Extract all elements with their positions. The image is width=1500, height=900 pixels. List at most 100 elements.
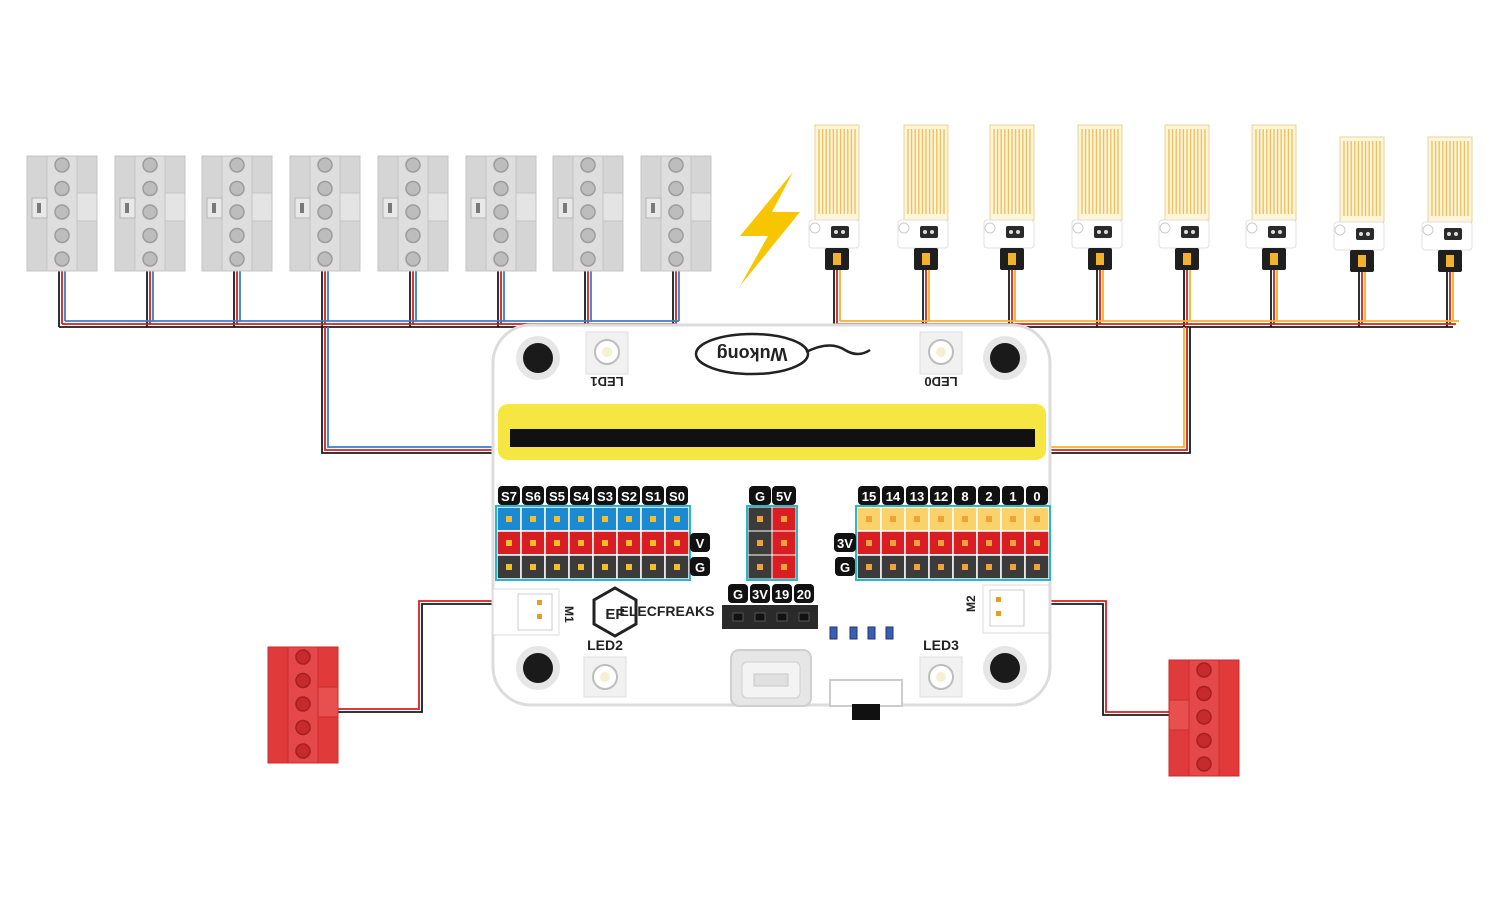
header-pin[interactable] (986, 564, 992, 570)
led1-label: LED1 (590, 374, 623, 389)
header-pin[interactable] (890, 516, 896, 522)
wukong-logo: Wukong (694, 332, 871, 376)
power-switch[interactable] (829, 679, 903, 720)
water-level-sensor (1421, 136, 1473, 272)
mounting-hole-core (990, 653, 1020, 683)
header-pin[interactable] (962, 516, 968, 522)
header-pin[interactable] (554, 564, 560, 570)
led0-label: LED0 (924, 374, 957, 389)
i2c-pin-label-g: G (733, 587, 743, 602)
header-pin[interactable] (757, 540, 763, 546)
power-pin-label-5v: 5V (776, 489, 792, 504)
header-pin[interactable] (938, 516, 944, 522)
servo-module (201, 155, 273, 272)
header-pin[interactable] (554, 540, 560, 546)
header-pin[interactable] (914, 564, 920, 570)
header-pin[interactable] (1010, 540, 1016, 546)
lightning-bolt-icon (740, 172, 800, 286)
header-pin[interactable] (626, 540, 632, 546)
water-level-sensor (1158, 124, 1210, 270)
header-pin[interactable] (506, 540, 512, 546)
header-pin[interactable] (781, 564, 787, 570)
header-pin[interactable] (986, 516, 992, 522)
header-pin[interactable] (602, 540, 608, 546)
wukong-board: LED1 LED0 LED2 LED3 Wukong (491, 323, 1052, 720)
header-pin[interactable] (506, 564, 512, 570)
header-pin[interactable] (757, 516, 763, 522)
header-pin[interactable] (530, 540, 536, 546)
header-pin[interactable] (674, 564, 680, 570)
header-pin[interactable] (602, 516, 608, 522)
motor-module-2 (1168, 659, 1240, 777)
header-pin[interactable] (530, 564, 536, 570)
header-pin[interactable] (914, 540, 920, 546)
led0: LED0 (919, 331, 963, 389)
header-pin[interactable] (1034, 516, 1040, 522)
led1: LED1 (585, 331, 629, 389)
servo-pin-label-s7: S7 (501, 489, 517, 504)
servo-pin-label-s6: S6 (525, 489, 541, 504)
header-pin[interactable] (650, 540, 656, 546)
header-pin[interactable] (674, 540, 680, 546)
water-level-sensor (1071, 124, 1123, 270)
servo-pin-label-s5: S5 (549, 489, 565, 504)
header-pin[interactable] (506, 516, 512, 522)
header-pin[interactable] (781, 540, 787, 546)
header-pin[interactable] (626, 564, 632, 570)
header-pin[interactable] (890, 564, 896, 570)
header-pin[interactable] (1010, 564, 1016, 570)
header-pin[interactable] (674, 516, 680, 522)
motor-port-m2: M2 (964, 584, 1050, 634)
header-pin[interactable] (986, 540, 992, 546)
header-pin[interactable] (866, 564, 872, 570)
header-pin[interactable] (530, 516, 536, 522)
header-pin[interactable] (650, 516, 656, 522)
header-pin[interactable] (554, 516, 560, 522)
header-pin[interactable] (781, 516, 787, 522)
header-pin[interactable] (962, 540, 968, 546)
servo-module (114, 155, 186, 272)
header-pin[interactable] (1010, 516, 1016, 522)
header-pin[interactable] (1034, 564, 1040, 570)
usb-port[interactable] (730, 649, 812, 707)
servo-pin-label-s3: S3 (597, 489, 613, 504)
water-level-sensors (808, 124, 1473, 272)
header-pin[interactable] (650, 564, 656, 570)
mounting-holes (516, 336, 1027, 690)
water-level-sensor (983, 124, 1035, 270)
servo-module (640, 155, 712, 272)
header-pin[interactable] (776, 612, 788, 622)
header-pin[interactable] (866, 540, 872, 546)
header-pin[interactable] (798, 612, 810, 622)
servo-modules (26, 155, 712, 272)
servo-row-label-v: V (696, 536, 705, 551)
header-pin[interactable] (890, 540, 896, 546)
header-pin[interactable] (578, 516, 584, 522)
gpio-pin-label-8: 8 (961, 489, 968, 504)
header-pin[interactable] (1034, 540, 1040, 546)
header-pin[interactable] (602, 564, 608, 570)
gpio-pin-label-12: 12 (934, 489, 948, 504)
gpio-pin-label-15: 15 (862, 489, 876, 504)
header-pin[interactable] (578, 564, 584, 570)
servo-pin-label-s0: S0 (669, 489, 685, 504)
header-pin[interactable] (938, 540, 944, 546)
led2-label: LED2 (587, 637, 623, 653)
header-pin[interactable] (914, 516, 920, 522)
header-pin[interactable] (754, 612, 766, 622)
led2: LED2 (583, 637, 627, 698)
motor-port-m1: M1 (492, 588, 576, 636)
header-pin[interactable] (626, 516, 632, 522)
elecfreaks-logo: EF ELECFREAKS (592, 586, 714, 638)
header-pin[interactable] (962, 564, 968, 570)
header-pin[interactable] (757, 564, 763, 570)
header-pin[interactable] (866, 516, 872, 522)
led3: LED3 (919, 637, 963, 698)
header-pin[interactable] (578, 540, 584, 546)
header-pin[interactable] (732, 612, 744, 622)
i2c-pin-label-20: 20 (797, 587, 811, 602)
header-pin[interactable] (938, 564, 944, 570)
